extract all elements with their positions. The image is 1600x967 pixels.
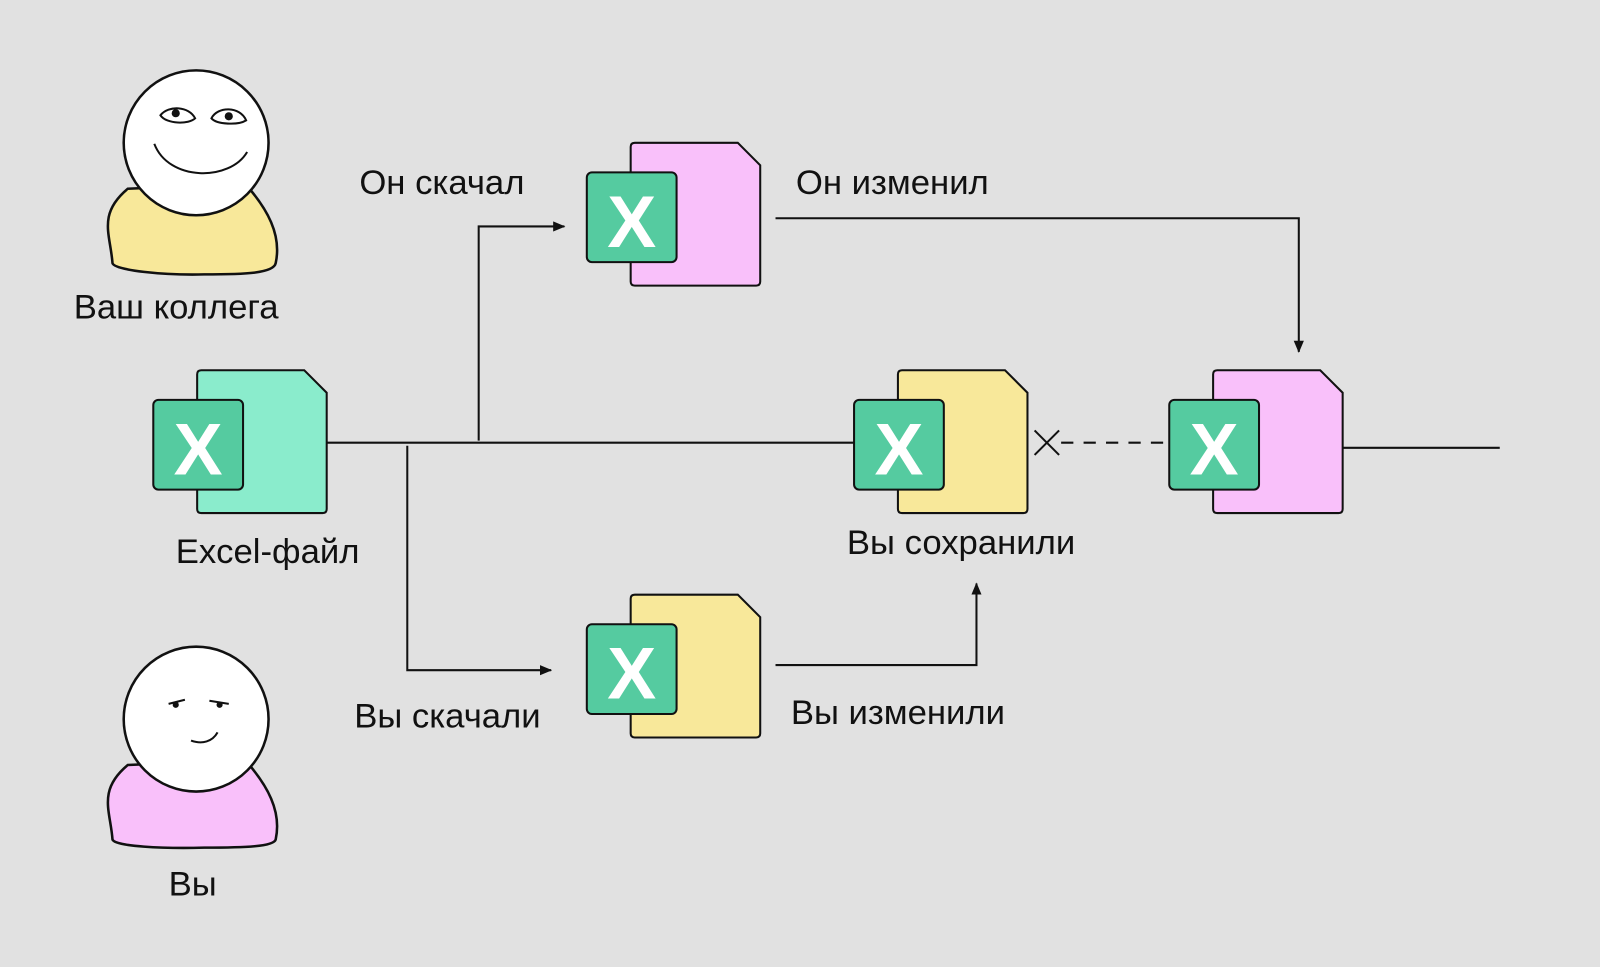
colleague-label: Ваш коллега: [74, 288, 280, 326]
you-downloaded-label: Вы скачали: [354, 697, 540, 735]
excel-file-label: Excel-файл: [176, 533, 360, 571]
colleague-saved-file: X: [1168, 369, 1344, 515]
arrow-he-downloaded: [477, 221, 566, 441]
excel-letter: X: [1190, 408, 1239, 490]
excel-icon: [853, 398, 945, 491]
colleague-avatar: [106, 69, 279, 276]
excel-icon: [585, 623, 678, 716]
you-head: [122, 645, 270, 793]
colleague-downloaded-file: X: [585, 141, 762, 287]
you-body: [106, 758, 279, 850]
excel-letter: X: [874, 408, 923, 490]
you-saved-label: Вы сохранили: [847, 524, 1075, 562]
arrow-you-downloaded: [406, 445, 553, 676]
excel-icon: [152, 398, 245, 491]
arrow-you-changed: [775, 582, 982, 667]
your-downloaded-file: X: [585, 593, 762, 739]
he-downloaded-label: Он скачал: [359, 164, 524, 202]
excel-icon: [585, 171, 678, 264]
you-label: Вы: [169, 866, 217, 904]
connectors: [326, 217, 1500, 676]
excel-icon: [1168, 398, 1261, 491]
excel-letter: X: [607, 181, 656, 263]
original-excel-file: X: [152, 369, 328, 515]
your-saved-file: X: [853, 369, 1029, 515]
colleague-body: [106, 182, 279, 276]
excel-letter: X: [174, 408, 223, 490]
he-changed-label: Он изменил: [796, 164, 989, 202]
excel-letter: X: [607, 633, 656, 715]
colleague-head: [122, 69, 270, 217]
arrow-he-changed: [775, 217, 1304, 353]
cross-icon: [1033, 429, 1060, 456]
you-changed-label: Вы изменили: [791, 694, 1005, 732]
you-avatar: [106, 645, 279, 850]
